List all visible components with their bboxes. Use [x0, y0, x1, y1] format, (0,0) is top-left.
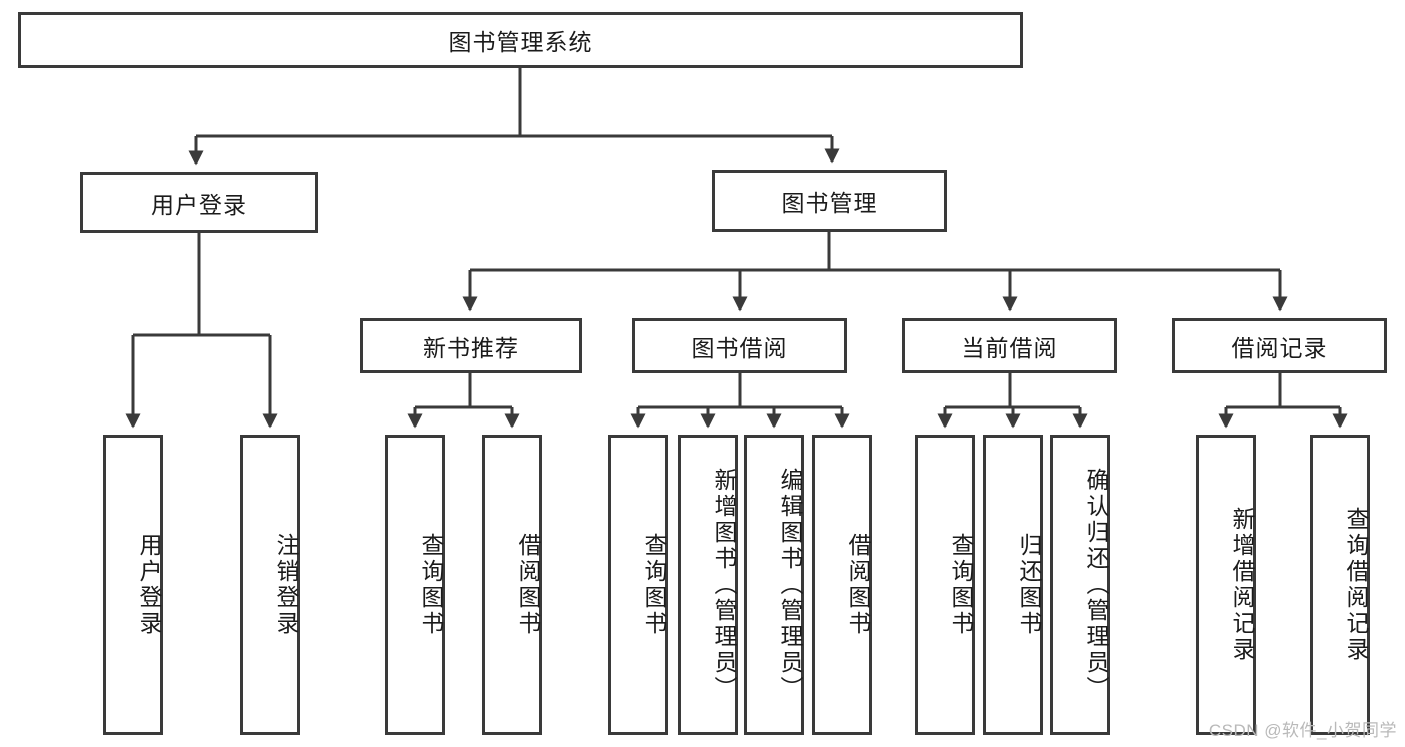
node-leaf-logout-login[interactable]: 注销登录 — [240, 435, 300, 735]
node-book-management-label: 图书管理 — [781, 190, 878, 216]
node-leaf-edit-book[interactable]: 编辑图书（管理员） — [744, 435, 804, 735]
node-new-book-recommend[interactable]: 新书推荐 — [360, 318, 582, 373]
node-leaf-confirm-return[interactable]: 确认归还（管理员） — [1050, 435, 1110, 735]
node-leaf-query-book-3[interactable]: 查询图书 — [915, 435, 975, 735]
node-current-borrow[interactable]: 当前借阅 — [902, 318, 1117, 373]
node-leaf-query-record-label: 查询借阅记录 — [1343, 507, 1369, 663]
node-book-management[interactable]: 图书管理 — [712, 170, 947, 232]
node-book-borrow[interactable]: 图书借阅 — [632, 318, 847, 373]
node-leaf-confirm-return-label: 确认归还（管理员） — [1083, 468, 1109, 702]
node-leaf-query-book-1[interactable]: 查询图书 — [385, 435, 445, 735]
node-leaf-edit-book-label: 编辑图书（管理员） — [777, 468, 803, 702]
node-user-login-label: 用户登录 — [151, 191, 247, 218]
node-leaf-query-record[interactable]: 查询借阅记录 — [1310, 435, 1370, 735]
node-root-label: 图书管理系统 — [448, 29, 593, 55]
node-leaf-add-book[interactable]: 新增图书（管理员） — [678, 435, 738, 735]
node-leaf-borrow-book-1[interactable]: 借阅图书 — [482, 435, 542, 735]
node-leaf-return-book[interactable]: 归还图书 — [983, 435, 1043, 735]
node-leaf-logout-login-label: 注销登录 — [273, 533, 299, 637]
node-leaf-add-record[interactable]: 新增借阅记录 — [1196, 435, 1256, 735]
node-leaf-borrow-book-2-label: 借阅图书 — [845, 533, 871, 637]
node-current-borrow-label: 当前借阅 — [961, 334, 1058, 361]
watermark: CSDN @软件_小贺同学 — [1208, 721, 1397, 740]
node-leaf-query-book-1-label: 查询图书 — [418, 533, 444, 637]
node-leaf-return-book-label: 归还图书 — [1016, 533, 1042, 637]
node-new-book-recommend-label: 新书推荐 — [423, 334, 519, 361]
node-leaf-user-login-label: 用户登录 — [136, 533, 162, 637]
node-leaf-user-login[interactable]: 用户登录 — [103, 435, 163, 735]
node-leaf-add-record-label: 新增借阅记录 — [1229, 507, 1255, 663]
node-book-borrow-label: 图书借阅 — [691, 334, 788, 361]
node-leaf-add-book-label: 新增图书（管理员） — [711, 468, 737, 702]
node-borrow-record-label: 借阅记录 — [1231, 334, 1328, 361]
node-leaf-query-book-2-label: 查询图书 — [641, 533, 667, 637]
node-root[interactable]: 图书管理系统 — [18, 12, 1023, 68]
node-user-login[interactable]: 用户登录 — [80, 172, 318, 233]
node-leaf-borrow-book-1-label: 借阅图书 — [515, 533, 541, 637]
node-leaf-borrow-book-2[interactable]: 借阅图书 — [812, 435, 872, 735]
node-leaf-query-book-3-label: 查询图书 — [948, 533, 974, 637]
node-leaf-query-book-2[interactable]: 查询图书 — [608, 435, 668, 735]
node-borrow-record[interactable]: 借阅记录 — [1172, 318, 1387, 373]
